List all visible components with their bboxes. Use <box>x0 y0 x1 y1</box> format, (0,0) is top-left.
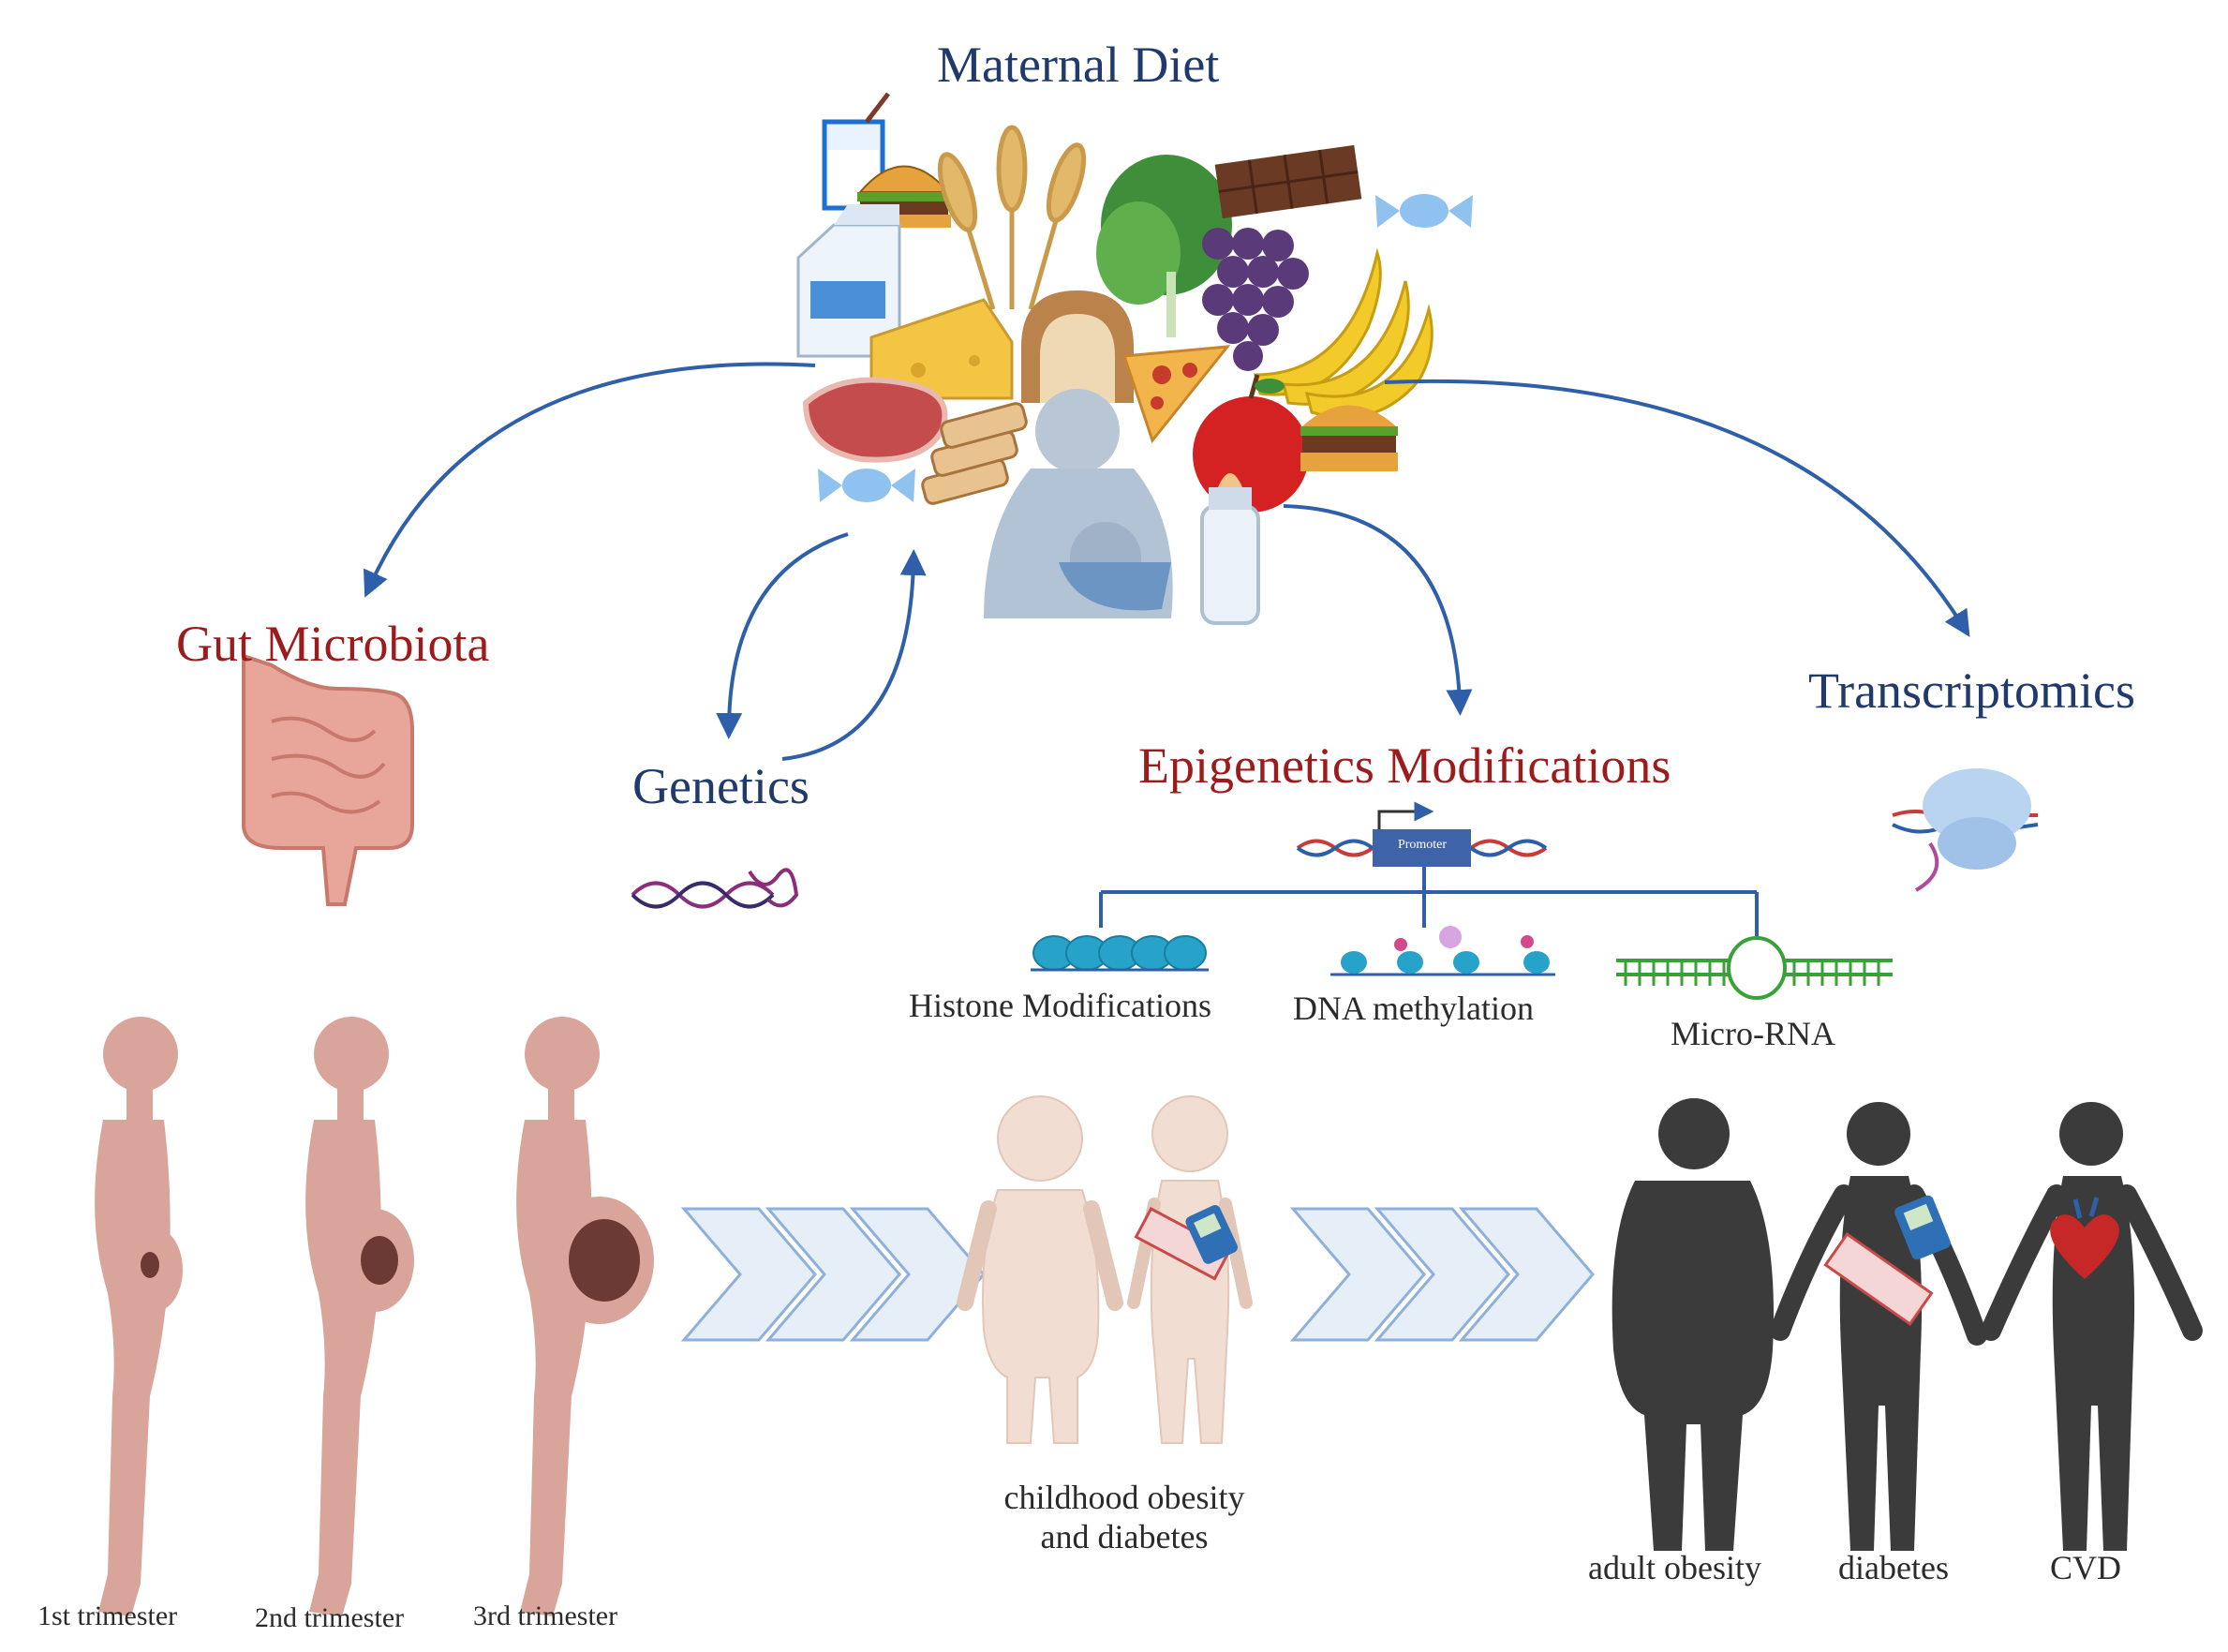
candy-icon <box>1375 194 1473 228</box>
arrow-to-genetics <box>716 532 849 739</box>
dna-helix-icon <box>631 868 799 909</box>
promoter-dna-icon <box>1296 801 1548 867</box>
chocolate-bar-icon <box>1214 144 1362 219</box>
arrow-from-genetics <box>781 549 927 761</box>
arrows <box>364 362 1970 761</box>
diabetic-child-figure <box>1127 1095 1253 1444</box>
cvd-adult-figure <box>1981 1102 2203 1551</box>
label-childhood-outcome-line2: and diabetes <box>1040 1518 1209 1555</box>
label-2nd-trimester: 2nd trimester <box>255 1602 405 1633</box>
baby-bottle-icon <box>1200 473 1260 625</box>
leafy-greens-icon <box>1096 155 1232 337</box>
label-cvd: CVD <box>2050 1549 2122 1586</box>
wheat-icon <box>937 125 1087 310</box>
sliced-bread-icon <box>921 402 1028 505</box>
food-collage-icon <box>796 92 1473 625</box>
obese-adult-figure <box>1612 1098 1774 1551</box>
label-gut-microbiota: Gut Microbiota <box>176 616 490 672</box>
promoter-box <box>1373 829 1471 867</box>
blood-vessel-icon-2 <box>1823 1231 1934 1327</box>
epigenetics-tree <box>1099 867 1759 946</box>
pregnant-woman-1st-trimester <box>95 1017 183 1616</box>
grapes-icon <box>1202 228 1309 371</box>
label-histone-modifications: Histone Modifications <box>909 987 1211 1024</box>
label-diabetes: diabetes <box>1838 1549 1949 1586</box>
ribosome-rna-icon <box>1892 768 2039 892</box>
heart-icon <box>2050 1197 2119 1279</box>
label-transcriptomics: Transcriptomics <box>1808 662 2135 719</box>
arrow-to-transcriptomics <box>1384 379 1970 637</box>
dna-methylation-icon <box>1330 926 1555 976</box>
obese-child-figure <box>957 1095 1123 1444</box>
mother-breastfeeding-icon <box>984 389 1173 618</box>
nucleosome-icon <box>1031 935 1209 972</box>
chevrons-right <box>1289 1207 1595 1342</box>
glucometer-icon-2 <box>1894 1195 1951 1260</box>
glucometer-icon <box>1185 1205 1238 1264</box>
steak-icon <box>802 377 948 463</box>
intestine-icon <box>242 653 414 906</box>
pregnant-woman-3rd-trimester <box>516 1017 654 1616</box>
label-childhood-outcome-line1: childhood obesity <box>1003 1479 1245 1516</box>
candy-icon-2 <box>818 469 915 502</box>
label-micro-rna: Micro-RNA <box>1671 1015 1835 1052</box>
label-dna-methylation: DNA methylation <box>1293 990 1534 1027</box>
label-promoter: Promoter <box>1397 838 1448 852</box>
burger-icon-2 <box>1300 405 1398 471</box>
label-1st-trimester: 1st trimester <box>37 1600 178 1631</box>
arrow-to-gut-microbiota <box>364 362 816 598</box>
diabetic-adult-figure <box>1770 1102 1987 1551</box>
chevrons-left <box>680 1207 986 1342</box>
label-genetics: Genetics <box>632 758 810 814</box>
micro-rna-icon <box>1616 936 1893 1000</box>
pizza-icon <box>1121 345 1231 444</box>
label-epigenetics-modifications: Epigenetics Modifications <box>1138 737 1671 794</box>
pregnant-woman-2nd-trimester <box>305 1017 414 1616</box>
bread-loaf-icon <box>1021 290 1134 403</box>
label-adult-obesity: adult obesity <box>1588 1549 1761 1586</box>
milk-glass-icon <box>822 92 890 211</box>
label-3rd-trimester: 3rd trimester <box>473 1600 618 1631</box>
milk-carton-icon <box>796 204 901 358</box>
title-maternal-diet: Maternal Diet <box>937 37 1220 93</box>
arrow-to-epigenetics <box>1283 504 1473 716</box>
